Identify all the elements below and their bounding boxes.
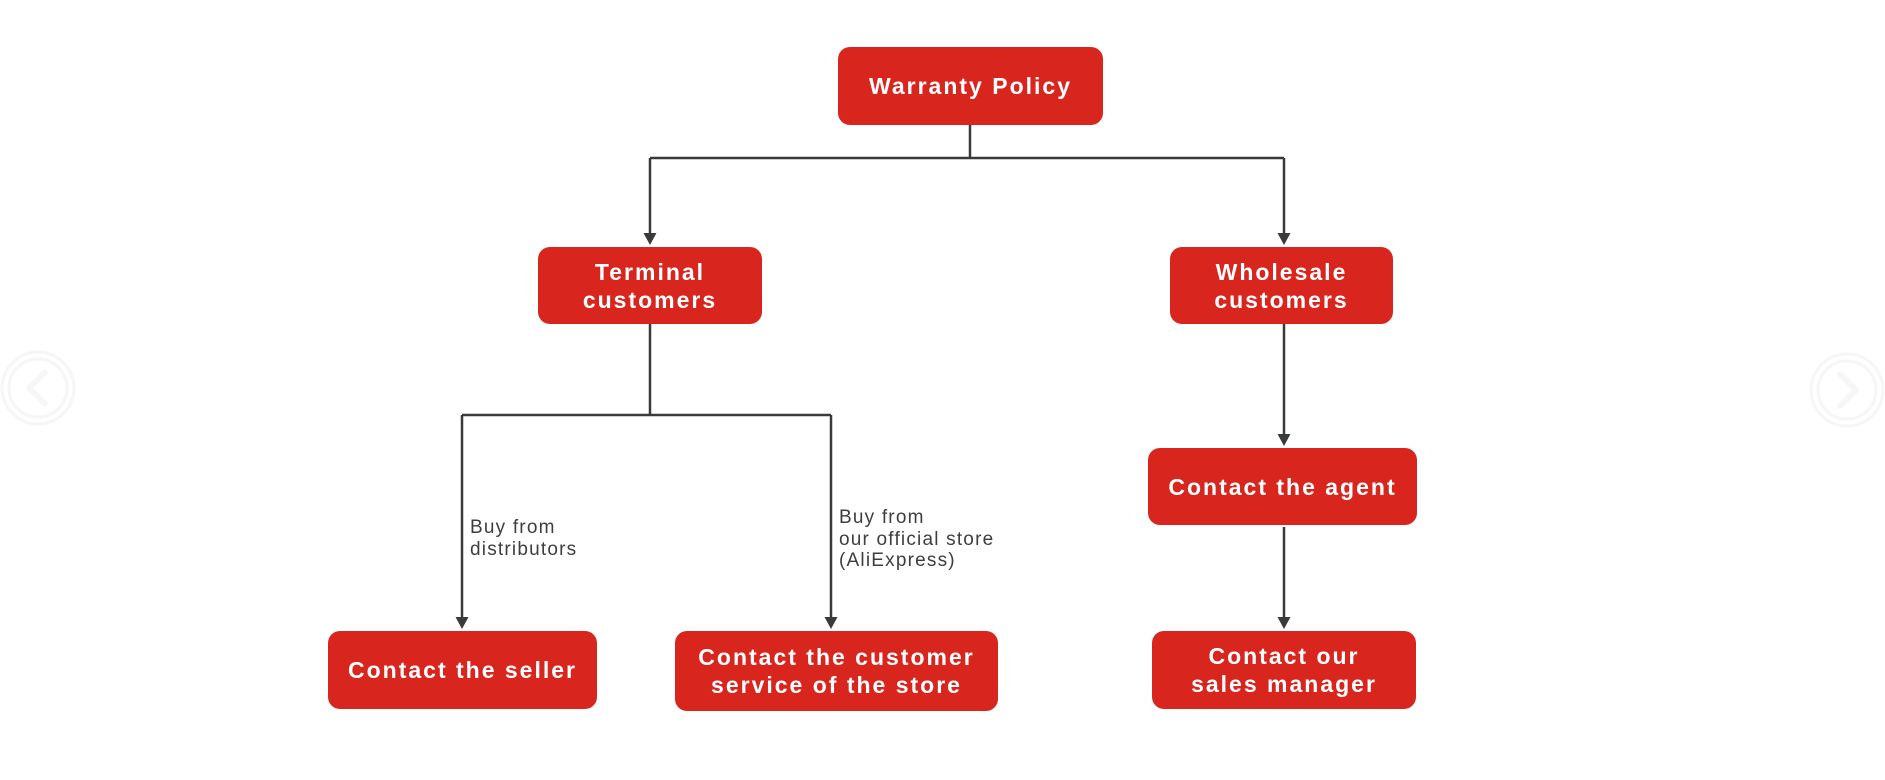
- node-contact-sales-manager: Contact our sales manager: [1152, 631, 1416, 709]
- node-contact-the-agent: Contact the agent: [1148, 448, 1417, 525]
- arrowheads: [455, 233, 1291, 629]
- arrowhead-agent: [1277, 434, 1291, 446]
- arrowhead-manager: [1277, 617, 1291, 629]
- arrowhead-wholesale: [1277, 233, 1291, 245]
- edge-label-buy-from-distributors: Buy from distributors: [470, 517, 578, 560]
- chevron-left-icon: [0, 350, 76, 426]
- node-warranty-policy: Warranty Policy: [838, 47, 1103, 125]
- arrowhead-seller: [455, 617, 469, 629]
- node-wholesale-customers: Wholesale customers: [1170, 247, 1393, 324]
- node-contact-customer-service: Contact the customer service of the stor…: [675, 631, 998, 711]
- node-contact-the-seller: Contact the seller: [328, 631, 597, 709]
- arrowhead-service: [824, 617, 838, 629]
- connector-lines: [460, 125, 1286, 618]
- carousel-next-button[interactable]: [1807, 350, 1885, 430]
- arrowhead-terminal: [643, 233, 657, 245]
- chevron-right-icon: [1809, 352, 1885, 428]
- node-terminal-customers: Terminal customers: [538, 247, 762, 324]
- carousel-prev-button[interactable]: [0, 348, 78, 428]
- edge-label-buy-from-official-store: Buy from our official store (AliExpress): [839, 507, 995, 571]
